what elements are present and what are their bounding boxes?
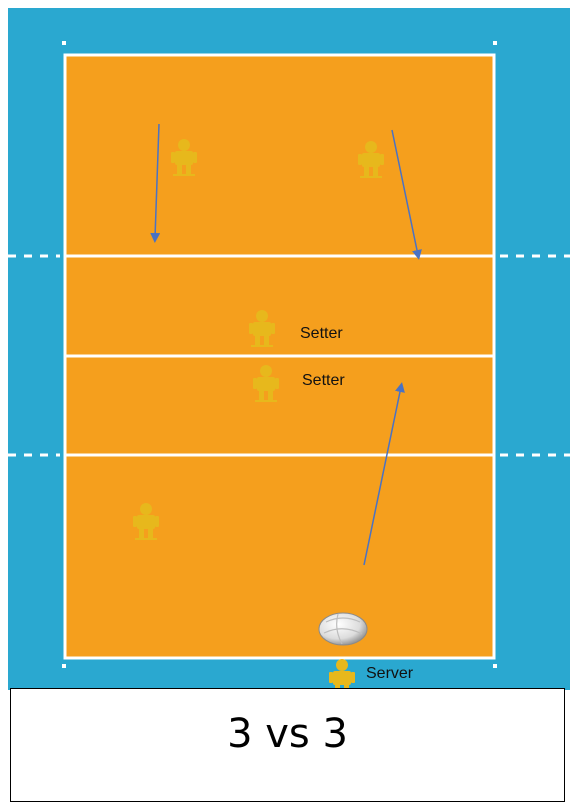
volleyball-icon — [319, 613, 367, 645]
court-diagram: Setter Setter Server — [8, 8, 570, 690]
corner-marker — [493, 664, 497, 668]
court-svg — [8, 8, 570, 690]
corner-marker — [62, 41, 66, 45]
player-label: Setter — [300, 325, 343, 343]
corner-marker — [62, 664, 66, 668]
player-label: Setter — [302, 372, 345, 390]
player-label: Server — [366, 665, 413, 683]
corner-marker — [493, 41, 497, 45]
caption-box: 3 vs 3 — [10, 688, 565, 802]
caption-text: 3 vs 3 — [11, 711, 564, 757]
